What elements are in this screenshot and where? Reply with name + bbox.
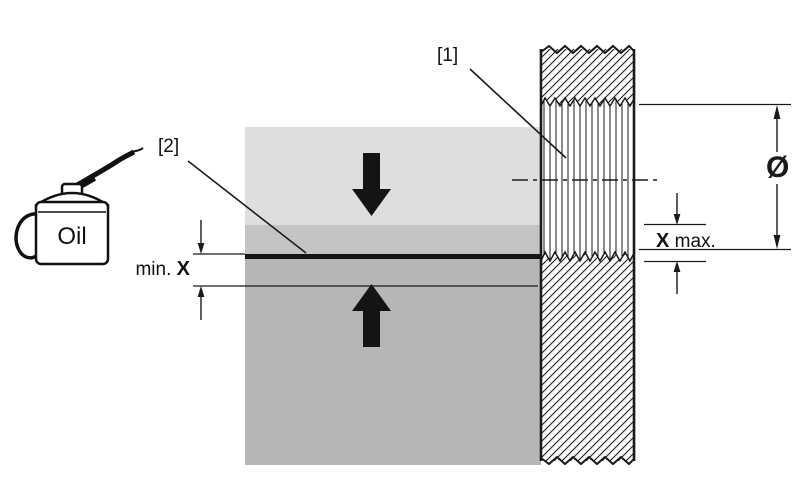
thread-crest-bottom bbox=[540, 250, 635, 263]
ref-label-2: [2] bbox=[158, 136, 180, 157]
mid-part-block bbox=[245, 225, 541, 254]
leader-line-1 bbox=[469, 68, 567, 159]
break-edge-top bbox=[540, 44, 635, 55]
dim-min-symbol: X bbox=[176, 258, 190, 280]
dim-max-arrow-down bbox=[673, 193, 681, 225]
lower-part-block bbox=[245, 259, 541, 465]
break-edge-bottom bbox=[540, 455, 635, 466]
dim-max-label: X max. bbox=[656, 230, 716, 253]
oilcan-label: Oil bbox=[57, 223, 86, 250]
dim-max-extension-lines bbox=[644, 223, 706, 263]
dim-min-arrow-up bbox=[197, 286, 205, 320]
dim-max-symbol: X bbox=[656, 230, 670, 252]
dim-min-prefix: min. bbox=[135, 259, 172, 280]
press-arrow-down-icon bbox=[352, 153, 391, 216]
dim-max-suffix: max. bbox=[674, 231, 716, 252]
dim-min-label: min. X bbox=[108, 258, 190, 281]
ref-label-1: [1] bbox=[437, 45, 459, 66]
leader-line-2 bbox=[187, 160, 307, 254]
press-arrow-up-icon bbox=[352, 284, 391, 347]
dim-min-extension-lines bbox=[193, 253, 538, 287]
diameter-symbol: Ø bbox=[763, 152, 793, 184]
oilcan-handle bbox=[14, 212, 40, 260]
dim-max-arrow-up bbox=[673, 261, 681, 294]
upper-part-block bbox=[245, 127, 541, 225]
oilcan-spout-tip bbox=[127, 147, 144, 155]
dim-diameter-extension-lines bbox=[639, 103, 791, 251]
thread-crest-top bbox=[540, 96, 635, 108]
dim-min-arrow-down bbox=[197, 220, 205, 254]
oilcan-body bbox=[34, 200, 110, 266]
oil-film-line bbox=[245, 254, 543, 259]
oilcan-icon: Oil bbox=[14, 147, 144, 266]
